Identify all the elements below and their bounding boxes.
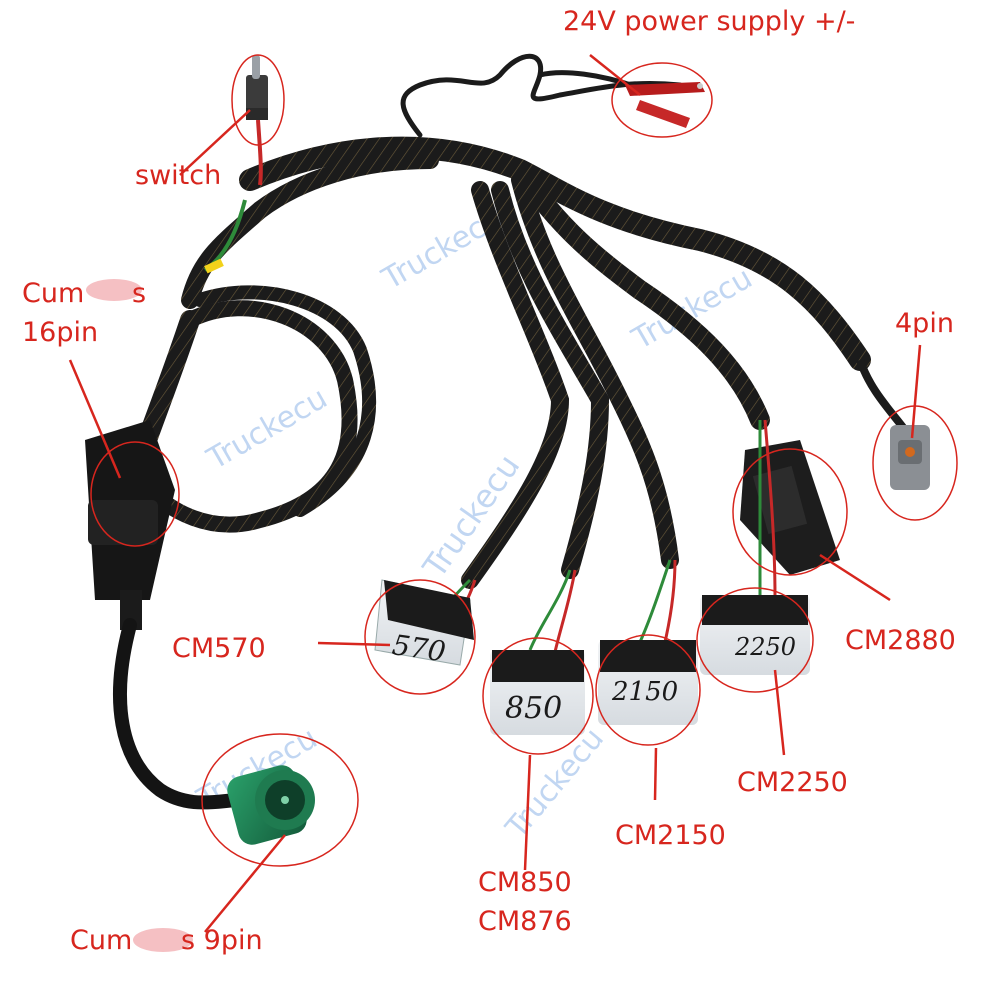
cm570-label: CM570: [172, 633, 266, 664]
yellow-tie: [204, 258, 224, 274]
cummins-9pin-label-b: s 9pin: [181, 925, 263, 956]
watermark-text: Truckecu: [626, 261, 759, 358]
watermark-text: Truckecu: [499, 722, 611, 846]
cummins-16pin-connector: [85, 420, 175, 630]
switch-label: switch: [135, 160, 222, 191]
cm570-handwriting: 570: [390, 628, 448, 668]
toggle-switch: [246, 55, 268, 120]
annotation-ellipses: [90, 54, 958, 867]
cummins-9pin-connector: [227, 765, 315, 845]
cummins-16pin-label-line2: 16pin: [22, 317, 99, 348]
alligator-clips: [625, 82, 705, 128]
switch-cable: [256, 119, 263, 186]
pin4-connector: [890, 425, 930, 490]
cummins-16pin-label-line1b: s: [132, 278, 147, 309]
annotation-pointers: [68, 54, 922, 933]
pin4-cable: [856, 358, 909, 433]
cummins-9pin-label-a: Cum: [70, 925, 133, 956]
cummins-9pin-cable: [113, 618, 247, 810]
cummins-16pin-label-line1a: Cum: [22, 278, 85, 309]
power-wire: [400, 53, 683, 138]
cm2250-label: CM2250: [737, 767, 848, 798]
main-harness-trunk: [130, 136, 871, 589]
cm2880-label: CM2880: [845, 625, 956, 656]
cm2150-handwriting: 2150: [611, 677, 678, 707]
cm876-label: CM876: [478, 906, 572, 937]
censor-blobs: [86, 279, 193, 952]
cm570-connector: 570: [374, 579, 474, 668]
cm850-label: CM850: [478, 867, 572, 898]
cm2150-connector: 2150: [598, 640, 698, 725]
cm850-connector: 850: [490, 650, 585, 735]
watermark-text: Truckecu: [201, 381, 334, 478]
cm2250-handwriting: 2250: [734, 633, 796, 661]
cm850-handwriting: 850: [505, 691, 562, 726]
pin4-label: 4pin: [895, 308, 954, 339]
cm2880-connector: [740, 440, 840, 575]
power-supply-label: 24V power supply +/-: [563, 6, 856, 37]
cm2150-label: CM2150: [615, 820, 726, 851]
cm2250-connector: 2250: [700, 595, 810, 675]
